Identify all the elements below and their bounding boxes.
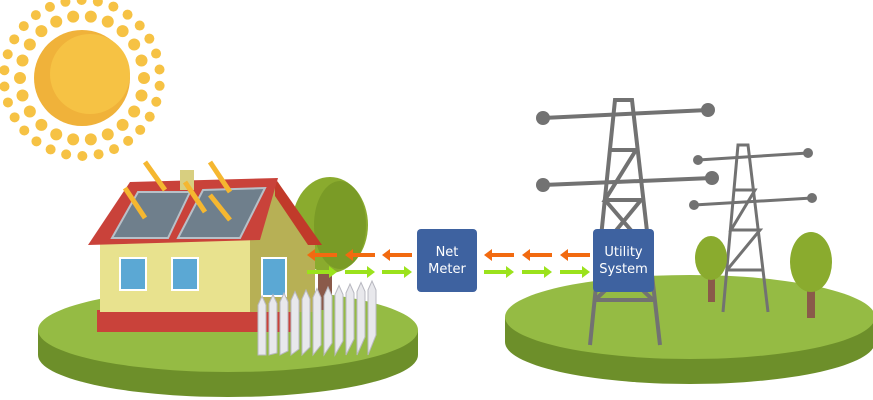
sun-icon bbox=[0, 0, 165, 161]
fence-picket bbox=[345, 282, 355, 356]
arrow-to-house bbox=[560, 249, 590, 261]
sun-ray bbox=[116, 25, 129, 38]
house-icon bbox=[88, 160, 322, 332]
sun-ray bbox=[101, 15, 114, 28]
sun-ray bbox=[128, 38, 141, 51]
sun-ray bbox=[123, 135, 134, 146]
sun-ray bbox=[18, 21, 29, 32]
arrow-to-grid bbox=[484, 266, 514, 278]
sun-ray bbox=[35, 118, 48, 131]
net-meter-label-line2: Meter bbox=[428, 261, 466, 277]
fence-picket bbox=[268, 293, 278, 356]
sun-ray bbox=[35, 25, 48, 38]
sun-ray bbox=[16, 89, 29, 102]
arrow-to-grid bbox=[307, 266, 337, 278]
sun-ray bbox=[144, 33, 155, 44]
fence-picket bbox=[257, 294, 267, 356]
fence-picket bbox=[279, 291, 289, 356]
sun-ray bbox=[76, 0, 87, 5]
sun-ray bbox=[84, 133, 97, 146]
sun-ray bbox=[67, 10, 80, 23]
arrow-to-grid bbox=[345, 266, 375, 278]
sun-ray bbox=[67, 133, 80, 146]
sun-ray bbox=[14, 72, 26, 84]
arrow-to-house bbox=[345, 249, 375, 261]
fence-picket bbox=[334, 284, 344, 357]
sun-ray bbox=[109, 144, 120, 155]
fence-picket bbox=[290, 290, 300, 356]
sun-ray bbox=[92, 0, 103, 7]
arrow-to-house bbox=[522, 249, 552, 261]
sun-ray bbox=[0, 65, 10, 76]
sun-ray bbox=[128, 105, 141, 118]
arrow-to-grid bbox=[560, 266, 590, 278]
utility-system-label-line1: Utility bbox=[604, 244, 643, 260]
sun-ray bbox=[93, 149, 104, 160]
sun-ray bbox=[9, 112, 20, 123]
fence-picket bbox=[367, 279, 377, 356]
fence-picket bbox=[323, 285, 333, 357]
fence-icon bbox=[257, 279, 377, 357]
net-meter-box: Net Meter bbox=[417, 229, 477, 292]
sun-ray bbox=[50, 15, 63, 28]
sun-ray bbox=[84, 10, 97, 23]
sun-ray bbox=[135, 124, 146, 135]
arrow-to-house bbox=[307, 249, 337, 261]
sun-ray bbox=[50, 128, 63, 141]
sun-ray bbox=[101, 128, 114, 141]
sun-ray bbox=[16, 54, 29, 67]
fence-picket bbox=[301, 288, 311, 357]
sun-ray bbox=[134, 20, 145, 31]
sun-ray bbox=[61, 149, 72, 160]
sunlight-arrows bbox=[122, 160, 233, 222]
grid-island bbox=[505, 275, 873, 384]
sun-ray bbox=[116, 118, 129, 131]
sun-ray bbox=[9, 34, 20, 45]
fence-picket bbox=[356, 281, 366, 356]
sun-ray bbox=[135, 54, 148, 67]
sun-ray bbox=[151, 96, 162, 107]
sun-ray bbox=[122, 9, 133, 20]
sun-ray bbox=[2, 49, 13, 60]
arrow-to-house bbox=[382, 249, 412, 261]
power-tower-icon bbox=[693, 143, 813, 313]
sun-ray bbox=[0, 81, 10, 92]
sun-ray bbox=[144, 111, 155, 122]
arrow-to-grid bbox=[522, 266, 552, 278]
arrow-to-house bbox=[484, 249, 514, 261]
sun-ray bbox=[108, 1, 119, 12]
fence-picket bbox=[312, 287, 322, 357]
net-meter-label-line1: Net bbox=[435, 244, 459, 260]
sun-ray bbox=[45, 144, 56, 155]
arrow-to-grid bbox=[382, 266, 412, 278]
sun-ray bbox=[23, 38, 36, 51]
sun-ray bbox=[30, 10, 41, 21]
energy-flow-arrows bbox=[307, 249, 590, 278]
sun-ray bbox=[2, 97, 13, 108]
sun-ray bbox=[151, 48, 162, 59]
sun-ray bbox=[154, 64, 165, 75]
sun-ray bbox=[23, 105, 36, 118]
sun-ray bbox=[60, 0, 71, 7]
utility-system-box: Utility System bbox=[593, 229, 654, 292]
sun-ray bbox=[135, 89, 148, 102]
sun-ray bbox=[19, 125, 30, 136]
sun-ray bbox=[154, 80, 165, 91]
sun-ray bbox=[77, 150, 88, 161]
tree-icon bbox=[695, 232, 832, 318]
utility-system-label-line2: System bbox=[599, 261, 648, 277]
sun-ray bbox=[44, 1, 55, 12]
sun-ray bbox=[31, 136, 42, 147]
sun-ray bbox=[138, 72, 150, 84]
